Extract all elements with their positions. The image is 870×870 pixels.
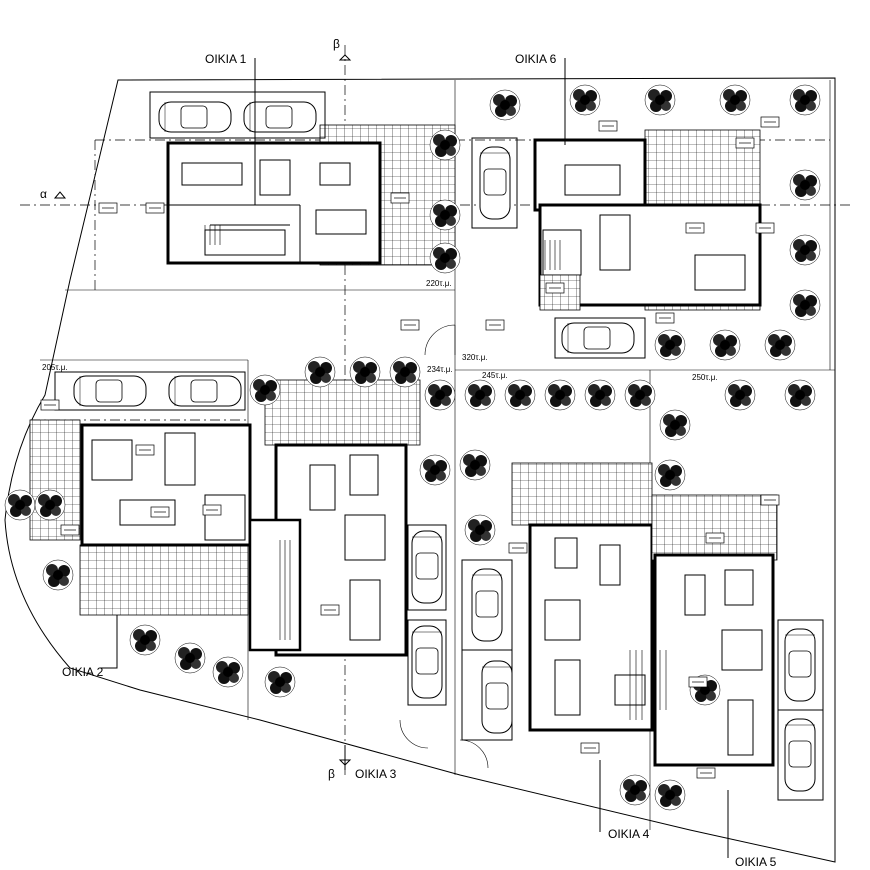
area-label-house-5: 250τ.μ. <box>692 373 718 382</box>
car-symbol-icon <box>73 375 147 407</box>
house-5-label: OIKIA 5 <box>735 855 777 869</box>
car-symbol-icon <box>481 660 513 734</box>
car-symbol-icon <box>168 375 242 407</box>
car-symbol-icon <box>471 568 503 642</box>
car-symbol-icon <box>158 101 232 133</box>
car-symbol-icon <box>411 530 443 604</box>
area-label-house-3: 234τ.μ. <box>427 365 453 374</box>
house-2-plan <box>29 371 252 616</box>
house-3-plan <box>248 379 447 706</box>
house-4-label: OIKIA 4 <box>608 827 650 841</box>
area-label-house-4: 245τ.μ. <box>482 371 508 380</box>
section-markers: α β β <box>40 37 352 781</box>
site-boundary <box>4 77 836 863</box>
house-6-label: OIKIA 6 <box>515 52 557 66</box>
car-symbol-icon <box>784 718 816 792</box>
car-symbol-icon <box>411 625 443 699</box>
house-4-plan <box>461 462 654 741</box>
section-alpha-label: α <box>40 187 47 201</box>
area-label-house-2: 205τ.μ. <box>42 363 68 372</box>
house-5-plan <box>651 494 824 801</box>
house-1-label: OIKIA 1 <box>205 52 247 66</box>
section-beta-bottom-label: β <box>328 767 335 781</box>
area-label-house-1: 220τ.μ. <box>426 279 452 288</box>
car-symbol-icon <box>561 322 635 354</box>
house-2-label: OIKIA 2 <box>62 665 104 679</box>
gate-swings <box>399 324 489 769</box>
stair-symbols <box>204 225 667 720</box>
car-symbol-icon <box>784 628 816 702</box>
house-1-plan <box>149 91 456 266</box>
house-labels: OIKIA 1 OIKIA 6 OIKIA 2 OIKIA 3 OIKIA 4 … <box>62 52 777 869</box>
car-symbol-icon <box>479 146 511 220</box>
area-label-house-6: 320τ.μ. <box>462 353 488 362</box>
house-6-plan <box>471 129 762 359</box>
house-3-label: OIKIA 3 <box>355 767 397 781</box>
section-beta-top-label: β <box>333 37 340 51</box>
